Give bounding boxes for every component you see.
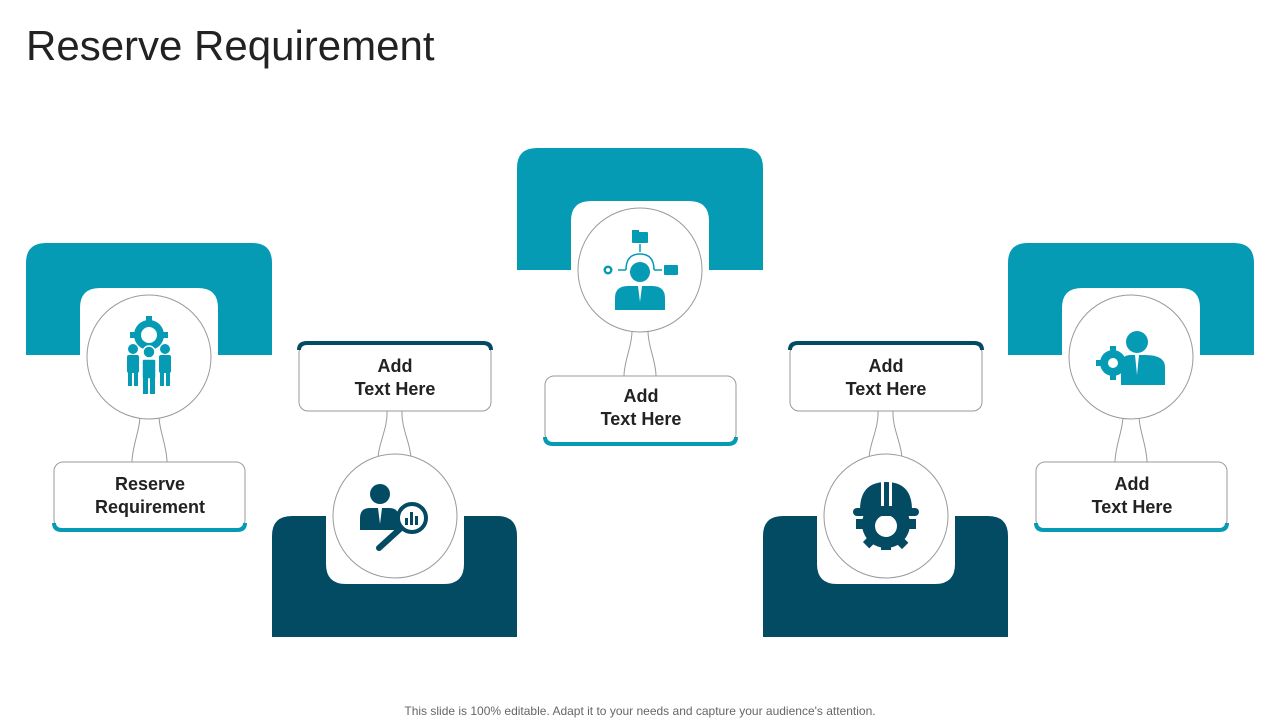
item-1-label: Reserve Requirement — [94, 474, 206, 517]
item-3-connector — [623, 326, 657, 377]
manager-workflow-icon — [603, 230, 678, 310]
businessman-gear-icon — [1096, 331, 1165, 385]
item-4 — [763, 341, 1008, 637]
item-1-label-accent — [52, 522, 247, 532]
item-5-banner — [1008, 243, 1254, 355]
item-2-label-accent — [297, 341, 493, 351]
item-4-connector — [868, 410, 903, 461]
item-3-label: Add Text Here — [600, 386, 682, 429]
item-1-banner — [26, 243, 272, 355]
item-4-banner — [763, 516, 1008, 637]
item-5 — [1008, 243, 1254, 532]
team-gear-icon — [127, 316, 171, 394]
item-3-label-accent — [543, 436, 738, 446]
item-4-label: Add Text Here — [845, 356, 927, 399]
analyst-magnifier-icon — [360, 484, 428, 551]
footer-note: This slide is 100% editable. Adapt it to… — [404, 704, 876, 718]
item-2-label: Add Text Here — [354, 356, 436, 399]
item-1-connector — [131, 411, 168, 463]
item-2 — [272, 341, 517, 637]
item-5-label: Add Text Here — [1091, 474, 1173, 517]
slide-title: Reserve Requirement — [26, 22, 435, 69]
item-4-label-accent — [788, 341, 984, 351]
item-3-banner — [517, 148, 763, 270]
item-2-banner — [272, 516, 517, 637]
item-2-connector — [377, 410, 412, 461]
gear-helmet-icon — [853, 482, 919, 550]
item-3 — [517, 148, 763, 446]
item-1 — [26, 243, 272, 532]
item-5-label-accent — [1034, 522, 1229, 532]
